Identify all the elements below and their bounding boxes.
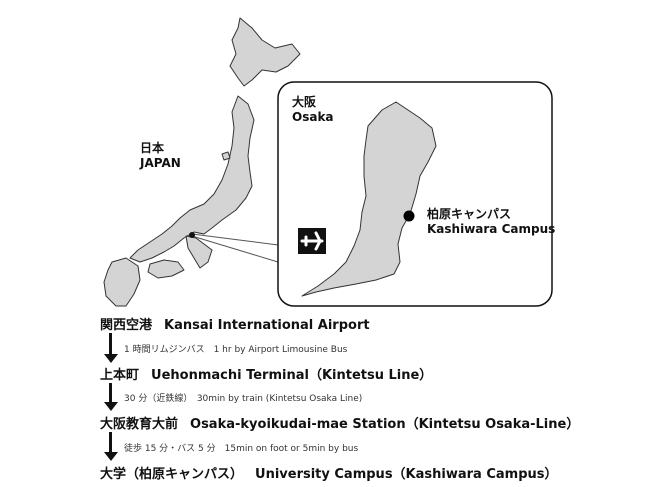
japan-label-jp: 日本 <box>140 141 165 155</box>
shikoku-island <box>147 259 185 279</box>
osaka-prefecture-shape <box>301 101 437 297</box>
route-step-jp: 関西空港 <box>100 318 153 333</box>
japan-label: 日本 JAPAN <box>140 141 181 171</box>
route-note-walk: 徒歩 15 分・バス 5 分 15min on foot or 5min by … <box>124 444 359 454</box>
osaka-label-jp: 大阪 <box>292 95 317 109</box>
route-step-airport: 関西空港 Kansai International Airport <box>100 314 370 333</box>
japan-label-en: JAPAN <box>140 156 181 170</box>
hokkaido-island <box>229 17 301 87</box>
campus-label: 柏原キャンパス Kashiwara Campus <box>427 207 555 237</box>
down-arrow-icon <box>104 432 118 461</box>
route-step-en: University Campus（Kashiwara Campus） <box>255 467 558 482</box>
down-arrow-icon <box>104 333 118 363</box>
route-note-bus: 1 時間リムジンバス 1 hr by Airport Limousine Bus <box>124 345 348 355</box>
kyushu-island <box>103 257 141 307</box>
route-note-train: 30 分（近鉄線） 30min by train (Kintetsu Osaka… <box>124 394 363 404</box>
honshu-island <box>129 95 255 263</box>
route-step-station: 大阪教育大前 Osaka-kyoikudai-mae Station（Kintet… <box>100 413 579 432</box>
down-arrow-icon <box>104 383 118 411</box>
route-step-jp: 大学（柏原キャンパス） <box>100 467 244 482</box>
route-step-uehonmachi: 上本町 Uehonmachi Terminal（Kintetsu Line） <box>100 364 432 383</box>
osaka-location-dot <box>189 232 195 238</box>
japan-map <box>103 17 301 307</box>
osaka-label: 大阪 Osaka <box>292 95 334 125</box>
route-step-campus: 大学（柏原キャンパス） University Campus（Kashiwara C… <box>100 463 558 482</box>
route-step-en: Osaka-kyoikudai-mae Station（Kintetsu Osa… <box>190 417 580 432</box>
sado-island <box>221 151 231 161</box>
callout-line-top <box>191 233 279 246</box>
route-step-jp: 上本町 <box>100 368 140 383</box>
kii-peninsula <box>185 235 213 269</box>
campus-label-en: Kashiwara Campus <box>427 222 556 236</box>
callout-line-bottom <box>191 235 279 263</box>
airplane-icon <box>298 228 326 254</box>
location-dot-icon <box>403 210 415 222</box>
campus-label-jp: 柏原キャンパス <box>427 207 512 221</box>
route-step-en: Uehonmachi Terminal（Kintetsu Line） <box>151 368 433 383</box>
osaka-label-en: Osaka <box>292 110 334 124</box>
route-step-jp: 大阪教育大前 <box>100 417 179 432</box>
route-step-en: Kansai International Airport <box>164 318 370 333</box>
